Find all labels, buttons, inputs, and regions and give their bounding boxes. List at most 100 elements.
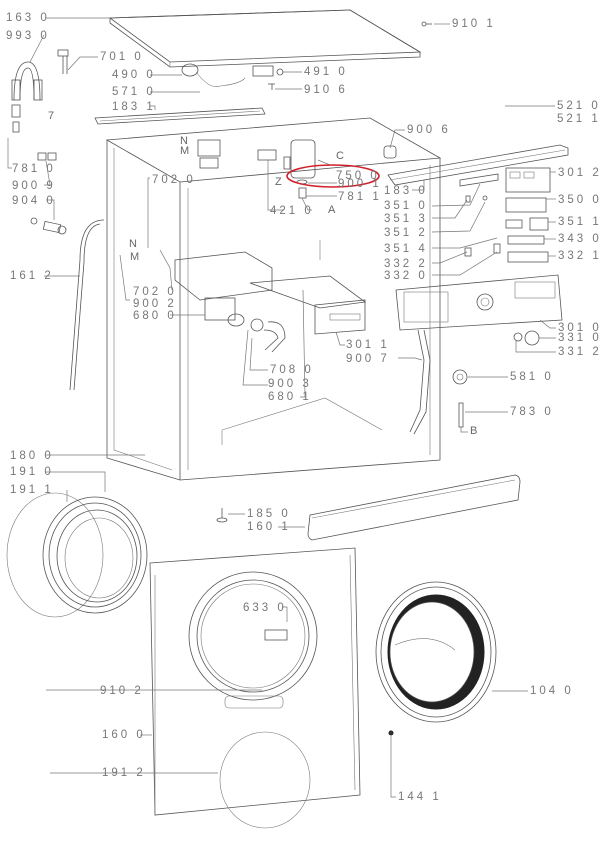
callout-421-0: 421 0 (270, 205, 314, 217)
callout-301-0: 301 0 (558, 322, 600, 334)
kick-plate-part (307, 474, 521, 541)
callout-910-2: 910 2 (100, 685, 144, 697)
callout-904-0: 904 0 (12, 195, 56, 207)
harness-part (181, 63, 246, 87)
callout-351-1: 351 1 (558, 216, 600, 228)
callout-161-2: 161 2 (10, 270, 54, 282)
sensor-part (383, 145, 397, 159)
callout-180-0: 180 0 (10, 450, 54, 462)
callout-185-0: 185 0 (247, 508, 291, 520)
callout-783-0: 783 0 (510, 406, 554, 418)
callout-343-0: 343 0 (558, 233, 600, 245)
callout-900-9: 900 9 (12, 180, 56, 192)
callout-160-0: 160 0 (102, 729, 146, 741)
callout-900-3: 900 3 (268, 378, 312, 390)
connector-letter-7: 7 (48, 110, 55, 122)
leader-lines (7, 17, 556, 798)
callout-331-2: 331 2 (558, 346, 600, 358)
callout-191-0: 191 0 (10, 466, 54, 478)
drawer-part (249, 275, 367, 335)
callout-702-0-top: 702 0 (152, 174, 196, 186)
callout-332-0: 332 0 (384, 270, 428, 282)
foot-part (216, 508, 228, 523)
callout-581-0: 581 0 (510, 371, 554, 383)
callout-490-0: 490 0 (112, 69, 156, 81)
callout-163-0: 163 0 (6, 12, 50, 24)
callout-633-0: 633 0 (243, 602, 287, 614)
valve-part (197, 139, 221, 169)
callout-104-0: 104 0 (530, 685, 574, 697)
inlet-hose-part (11, 61, 43, 133)
connector-letter-m-left: M (130, 251, 140, 263)
callout-900-6: 900 6 (407, 124, 451, 136)
callout-332-2: 332 2 (384, 258, 428, 270)
callout-680-0: 680 0 (133, 310, 177, 322)
screw-small-part (388, 730, 394, 736)
callout-160-1: 160 1 (247, 521, 291, 533)
callout-521-1: 521 1 (557, 113, 600, 125)
motor-part (452, 369, 468, 385)
connector-letter-z: Z (275, 176, 282, 188)
led-part (507, 235, 545, 245)
callout-910-1: 910 1 (452, 18, 496, 30)
callout-351-4: 351 4 (384, 243, 428, 255)
control-rail-part (387, 144, 569, 186)
callout-708-0: 708 0 (270, 364, 314, 376)
callout-680-1: 680 1 (268, 391, 312, 403)
connector-letter-a: A (328, 204, 336, 216)
callout-144-1: 144 1 (398, 791, 442, 803)
connector-letter-b: B (470, 425, 478, 437)
rod-part (458, 402, 464, 428)
connector-letter-m-top: M (180, 145, 190, 157)
connector-part (37, 152, 57, 161)
callout-781-0: 781 0 (12, 163, 56, 175)
knob-part (513, 330, 540, 346)
callout-491-0: 491 0 (304, 66, 348, 78)
callout-351-0: 351 0 (384, 200, 428, 212)
pipe-part (57, 49, 69, 74)
highlight-ellipse (286, 164, 380, 188)
rear-rail-part (94, 107, 266, 125)
callout-900-1: 900 1 (338, 178, 382, 190)
screw-part (421, 21, 432, 27)
key-board-part (505, 217, 549, 231)
cabinet-part (105, 117, 442, 481)
front-panel-part (149, 547, 361, 829)
hose-part (250, 318, 286, 353)
callout-571-0: 571 0 (112, 86, 156, 98)
callout-702-0-bottom: 702 0 (133, 286, 177, 298)
callout-781-1: 781 1 (338, 191, 382, 203)
callout-910-6: 910 6 (304, 84, 348, 96)
pcb-part (505, 167, 551, 193)
small-clip-part (464, 195, 501, 257)
callout-900-2: 900 2 (133, 298, 177, 310)
buttons-part (507, 251, 549, 263)
callout-701-0: 701 0 (100, 51, 144, 63)
drain-hose-part (69, 219, 105, 391)
callout-750-0: 750 0 (336, 170, 380, 182)
callout-191-1: 191 1 (10, 484, 54, 496)
connector-letter-n-top: N (180, 135, 188, 147)
callout-301-2: 301 2 (558, 167, 600, 179)
filter-part (252, 65, 284, 77)
callout-350-0: 350 0 (558, 194, 600, 206)
callout-191-2: 191 2 (102, 767, 146, 779)
callout-993-0: 993 0 (6, 30, 50, 42)
display-board-part (505, 197, 547, 213)
control-panel-part (395, 274, 563, 331)
callout-301-1: 301 1 (346, 339, 390, 351)
callout-900-7: 900 7 (346, 353, 390, 365)
callout-351-2: 351 2 (384, 227, 428, 239)
callout-183-1: 183 1 (112, 101, 156, 113)
callout-332-1: 332 1 (558, 250, 600, 262)
pump-part (257, 139, 316, 199)
door-gasket-part (6, 492, 148, 618)
connector-letter-n-left: N (129, 238, 137, 250)
detergent-dispenser-part (174, 251, 273, 327)
button-bar-part (459, 173, 499, 187)
cable-part (409, 329, 431, 435)
clip-part (268, 83, 275, 90)
door-part (375, 581, 497, 723)
